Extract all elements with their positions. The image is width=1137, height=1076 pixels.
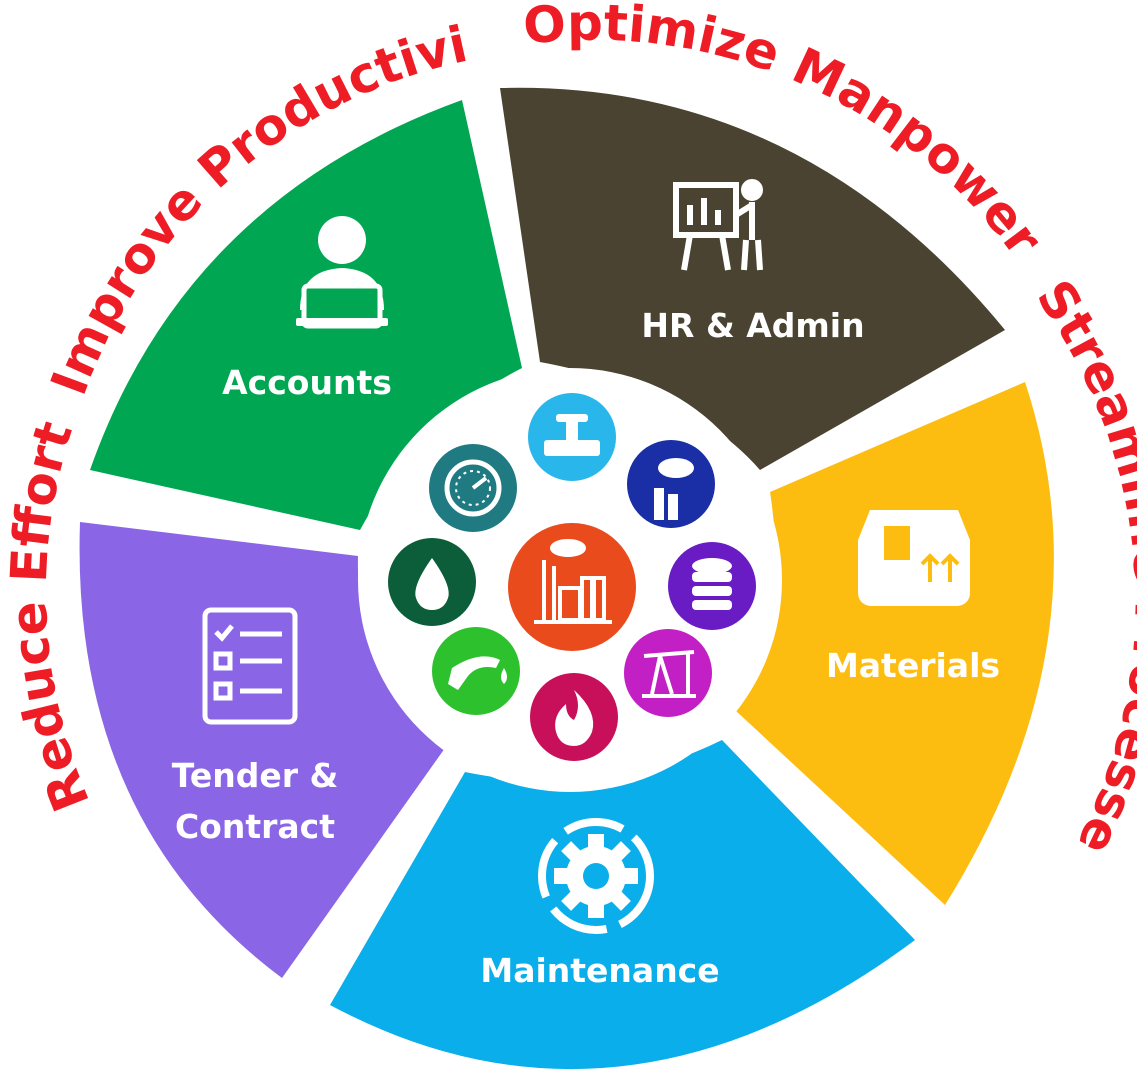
segment-maintenance-label: Maintenance [480,951,719,990]
fuel-nozzle-icon [448,656,507,690]
segment-hr-admin-label: HR & Admin [641,306,864,345]
chimney-smoke-icon-circle[interactable] [627,440,715,528]
hub-oil-drop[interactable] [388,538,476,626]
segment-materials[interactable]: Materials [735,382,1054,905]
oil-pump-icon [642,650,696,698]
oil-drop-icon [415,558,449,610]
valve-icon [544,414,600,456]
box-icon [858,510,970,606]
segment-materials-shape[interactable] [735,382,1054,905]
segment-tender-contract[interactable]: Tender & Contract [79,522,445,978]
segment-accounts[interactable]: Accounts [90,100,522,530]
segment-hr-admin[interactable]: HR & Admin [500,87,1005,470]
factory-icon [534,539,612,624]
hub-center[interactable] [508,523,636,651]
user-laptop-icon [296,216,388,329]
fuel-nozzle-icon-circle[interactable] [432,627,520,715]
oil-pump-icon-circle[interactable] [624,629,712,717]
hub-fire[interactable] [530,673,618,761]
hub-gauge[interactable] [429,444,517,532]
database-icon [692,558,732,610]
hub-oil-pump[interactable] [624,629,712,717]
segment-materials-label: Materials [826,646,1000,685]
segment-hr-admin-shape[interactable] [500,87,1005,470]
gauge-icon [444,459,502,517]
hub-database[interactable] [668,542,756,630]
checklist-icon [202,607,298,725]
presentation-icon [673,179,763,271]
segment-accounts-label: Accounts [222,363,392,402]
segment-tender-contract-label-line2: Contract [175,807,335,846]
hub-fuel-nozzle[interactable] [432,627,520,715]
chimney-smoke-icon [654,458,694,520]
hub-chimney[interactable] [627,440,715,528]
segment-tender-contract-label-line1: Tender & [172,756,339,795]
gear-icon [538,818,654,934]
segment-tender-contract-shape[interactable] [79,522,445,978]
fire-icon-circle[interactable] [530,673,618,761]
fire-icon [555,690,594,746]
segment-maintenance[interactable]: Maintenance [330,740,915,1070]
hub-valve[interactable] [528,393,616,481]
